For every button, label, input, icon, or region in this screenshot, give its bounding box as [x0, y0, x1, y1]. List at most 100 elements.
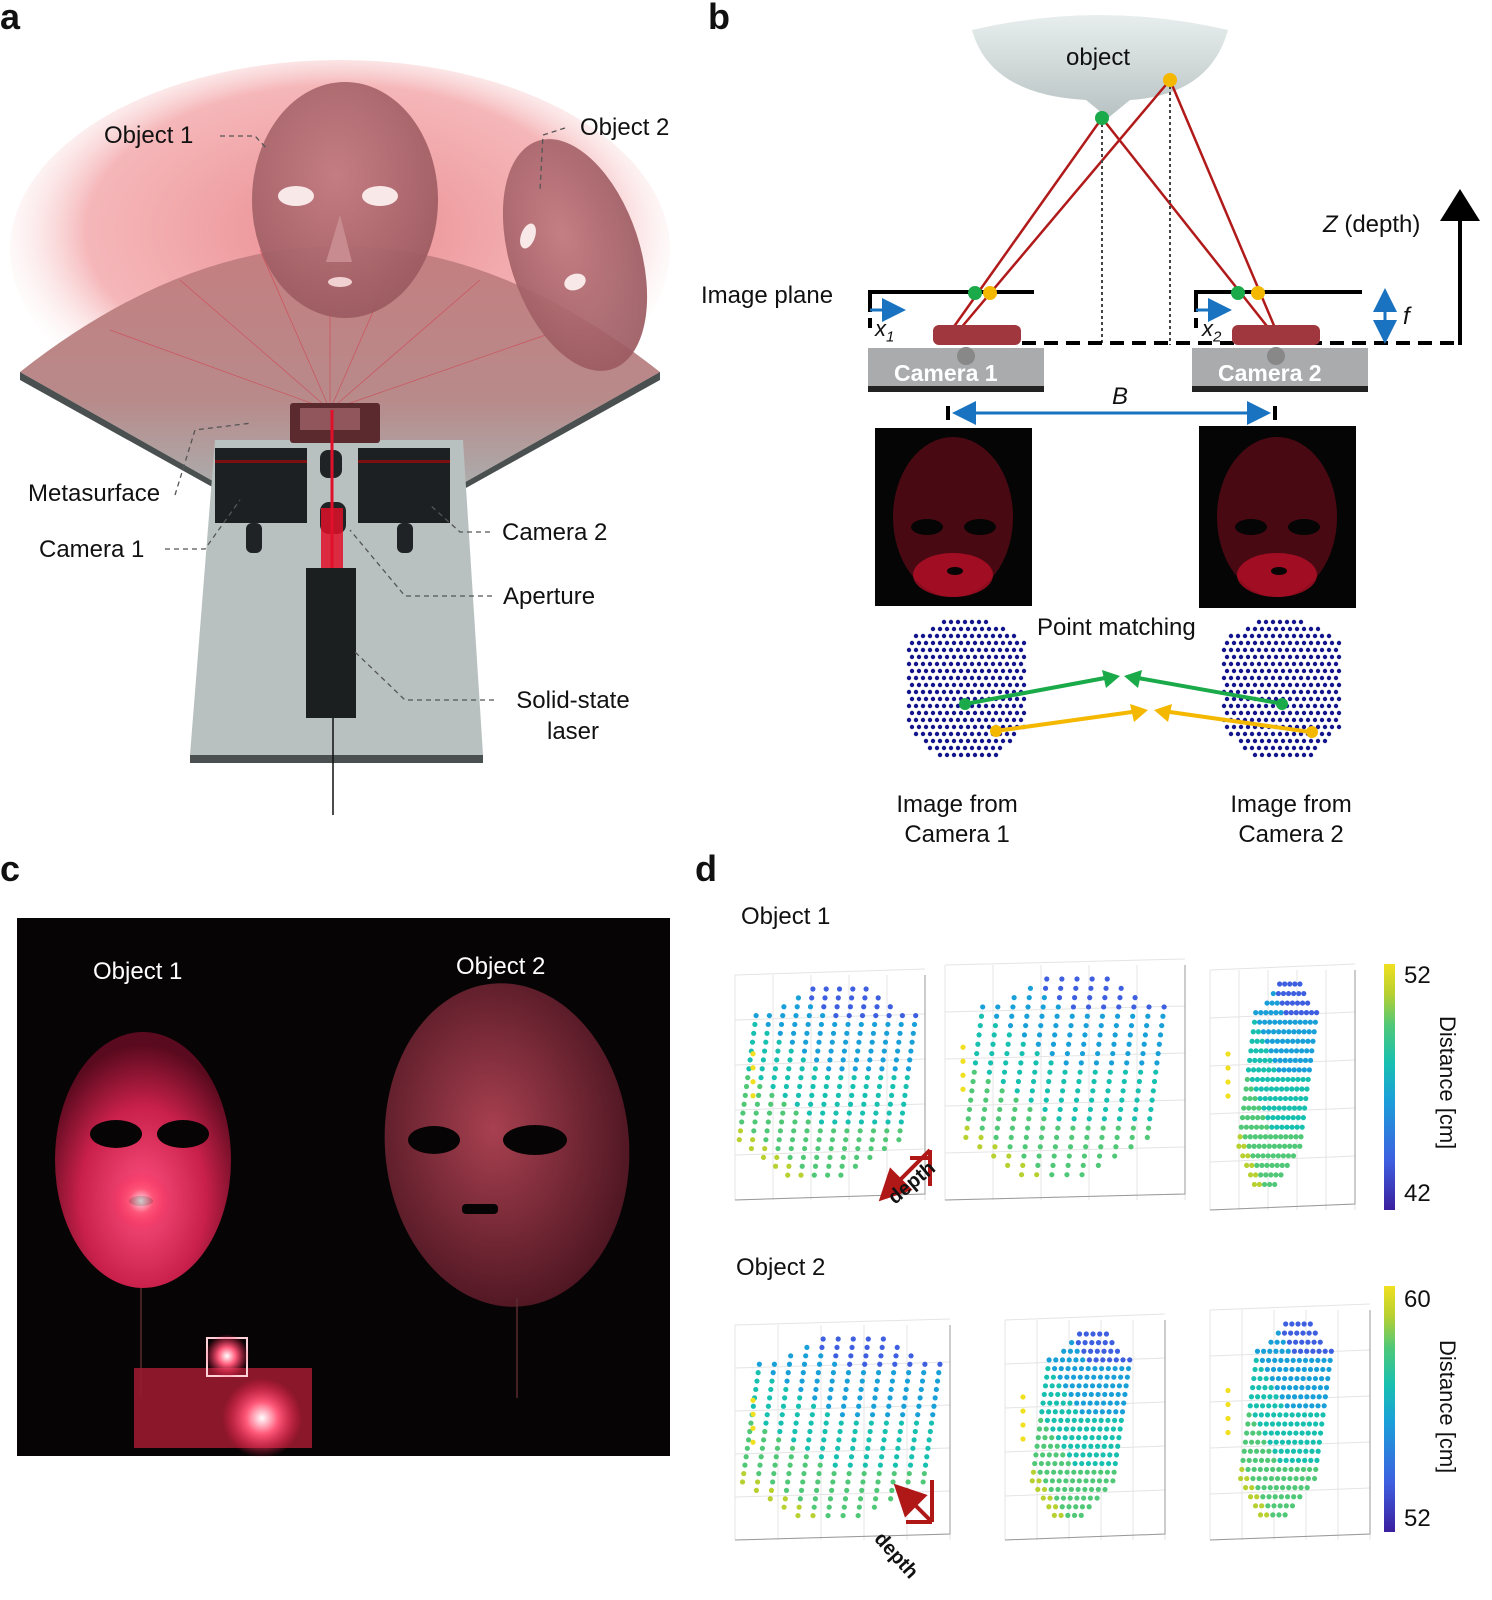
dot	[906, 689, 912, 695]
point	[1288, 1010, 1294, 1016]
point	[1265, 1029, 1272, 1035]
point	[805, 1021, 811, 1028]
point	[1250, 1430, 1256, 1436]
dot	[1263, 661, 1269, 667]
dot	[1270, 661, 1276, 667]
dot	[1308, 668, 1314, 674]
axis-line	[734, 1325, 951, 1541]
point	[1295, 1366, 1301, 1373]
point	[786, 1470, 792, 1477]
dot	[1004, 717, 1010, 723]
point	[1252, 1503, 1259, 1509]
point	[1269, 1421, 1276, 1427]
point	[829, 1378, 835, 1384]
point	[1044, 1417, 1050, 1423]
point	[855, 1145, 861, 1152]
x2-label: x2	[1202, 316, 1221, 345]
point	[1285, 1394, 1291, 1400]
grid-line	[734, 1148, 926, 1156]
point	[775, 1048, 781, 1054]
point	[1283, 1457, 1289, 1463]
axis-line	[734, 975, 926, 1201]
point	[1267, 1181, 1273, 1188]
point	[848, 1353, 854, 1359]
point	[1267, 1485, 1273, 1491]
point	[762, 1428, 768, 1435]
dot	[965, 710, 971, 716]
point	[1055, 1486, 1061, 1493]
point	[1281, 1067, 1287, 1073]
point	[1263, 1466, 1270, 1473]
point	[752, 1021, 758, 1028]
point	[1276, 1466, 1282, 1473]
point	[1300, 1038, 1306, 1044]
dot	[1322, 668, 1328, 674]
dot	[1242, 633, 1248, 639]
point	[1075, 1340, 1081, 1346]
point	[1060, 1400, 1066, 1406]
dot	[930, 682, 936, 688]
dot	[1249, 717, 1255, 723]
dot	[958, 710, 964, 716]
point	[1297, 1143, 1303, 1149]
point	[1281, 1330, 1288, 1336]
grid-line	[734, 1490, 951, 1498]
point	[1253, 1010, 1259, 1016]
point	[793, 1110, 799, 1116]
point	[1054, 1443, 1060, 1449]
point	[1254, 1038, 1260, 1044]
point	[1258, 1457, 1265, 1463]
point	[1127, 1032, 1133, 1038]
point	[1268, 1385, 1274, 1391]
point	[1305, 1430, 1311, 1436]
object2-view-2	[1004, 1313, 1166, 1541]
dot	[1245, 668, 1251, 674]
dot	[1294, 668, 1300, 674]
dot	[1336, 640, 1342, 646]
dot	[1280, 654, 1286, 660]
point	[1275, 1330, 1281, 1336]
dot	[1287, 752, 1293, 758]
point	[1274, 1124, 1280, 1130]
point	[1274, 1339, 1280, 1345]
point	[1257, 1057, 1263, 1063]
point	[1270, 1512, 1276, 1518]
dot	[920, 675, 926, 681]
point	[1281, 1475, 1287, 1482]
point	[1053, 1022, 1059, 1029]
dot	[1263, 731, 1269, 737]
point	[1050, 1162, 1056, 1168]
point	[1271, 1412, 1277, 1418]
point	[846, 1012, 852, 1019]
point	[878, 1353, 884, 1359]
image-from-camera2: Image from Camera 2	[1211, 790, 1371, 850]
dot	[948, 717, 954, 723]
point	[814, 1057, 820, 1063]
point	[797, 1083, 803, 1090]
point	[753, 1110, 759, 1116]
point	[869, 1412, 876, 1418]
point	[1062, 1435, 1068, 1441]
point	[823, 1420, 829, 1426]
dot	[934, 633, 940, 639]
dot	[944, 640, 950, 646]
dot	[990, 703, 996, 709]
dot	[1298, 731, 1304, 737]
dot	[1263, 745, 1269, 751]
dot	[1007, 640, 1013, 646]
dot	[962, 689, 968, 695]
dot	[1280, 626, 1286, 632]
point	[1093, 1060, 1100, 1066]
dot	[1308, 710, 1314, 716]
point	[803, 1039, 809, 1045]
point	[1309, 1048, 1315, 1054]
point	[1095, 1162, 1101, 1168]
dot	[1284, 689, 1290, 695]
point	[1287, 1430, 1293, 1436]
point	[892, 1462, 899, 1468]
point	[1081, 1495, 1087, 1501]
point	[1298, 1439, 1304, 1445]
point	[1104, 1469, 1110, 1475]
point	[1273, 1394, 1279, 1400]
point	[875, 1479, 881, 1485]
